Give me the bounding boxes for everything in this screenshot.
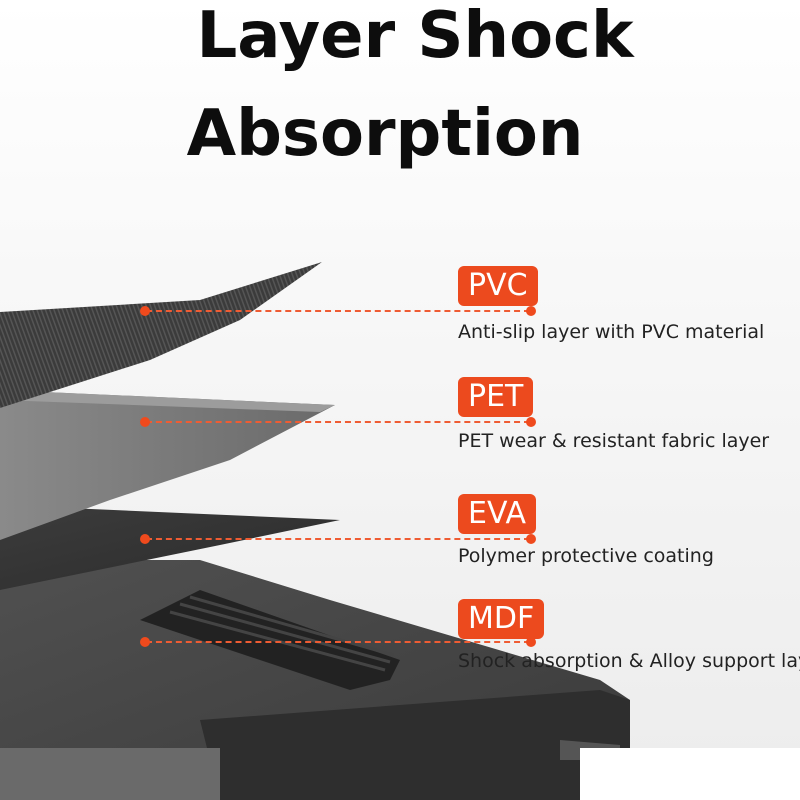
eva-dot-left	[140, 534, 150, 544]
mdf-badge: MDF	[458, 599, 545, 639]
pvc-leader-line	[146, 310, 530, 312]
pet-dot-right	[526, 417, 536, 427]
page-title-line-1: Layer Shock	[196, 0, 634, 73]
mdf-dot-right	[526, 637, 536, 647]
mdf-leader-line	[146, 641, 530, 643]
eva-dot-right	[526, 534, 536, 544]
pvc-badge: PVC	[458, 266, 538, 306]
eva-description: Polymer protective coating	[458, 545, 714, 567]
pet-description: PET wear & resistant fabric layer	[458, 430, 770, 452]
pvc-dot-left	[140, 306, 150, 316]
pet-layer-shape	[0, 390, 335, 540]
page-title-line-2: Absorption	[186, 97, 584, 171]
pvc-layer-shape	[0, 262, 322, 408]
pvc-dot-right	[526, 306, 536, 316]
eva-layer-shape	[0, 505, 340, 590]
pet-dot-left	[140, 417, 150, 427]
pvc-description: Anti-slip layer with PVC material	[458, 321, 765, 343]
pet-badge: PET	[458, 377, 534, 417]
mdf-description: Shock absorption & Alloy support layer	[458, 650, 800, 672]
eva-leader-line	[146, 538, 530, 540]
pet-leader-line	[146, 421, 530, 423]
eva-badge: EVA	[458, 494, 537, 534]
mdf-dot-left	[140, 637, 150, 647]
